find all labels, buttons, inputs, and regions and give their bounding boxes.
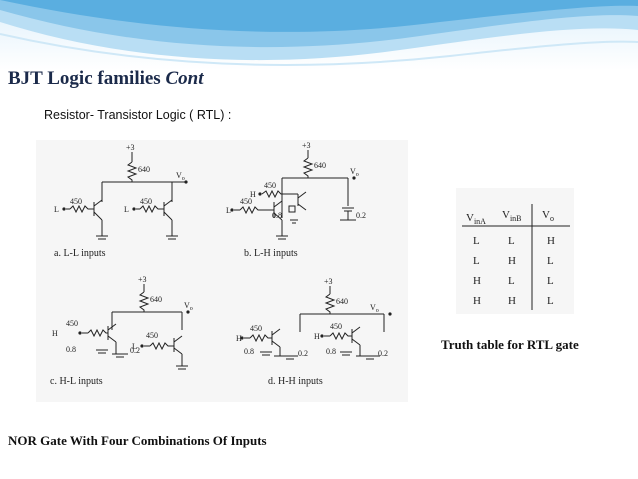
circuit-b-input-right: H xyxy=(250,190,256,199)
circuit-b xyxy=(234,150,356,240)
header-wave-banner xyxy=(0,0,638,70)
title-main: BJT Logic families xyxy=(8,68,161,89)
vo-main: V xyxy=(370,303,376,312)
footer-caption: NOR Gate With Four Combinations Of Input… xyxy=(8,433,267,448)
slide-subtitle: Resistor- Transistor Logic ( RTL) : xyxy=(44,108,232,122)
circuit-d-v-sat-right: 0.2 xyxy=(378,349,388,358)
circuit-c-rc: 640 xyxy=(150,295,162,304)
circuit-c-v-sat: 0.2 xyxy=(130,346,140,355)
circuit-c-vcc: +3 xyxy=(138,275,147,284)
truth-cell: L xyxy=(508,275,515,287)
circuit-d-v-low-right: 0.8 xyxy=(326,347,336,356)
truth-cell: H xyxy=(547,235,555,247)
circuit-c-caption: c. H-L inputs xyxy=(50,376,103,387)
circuit-d-rb-right: 450 xyxy=(330,322,342,331)
circuit-d xyxy=(244,286,385,360)
header-main: V xyxy=(466,212,474,224)
circuit-d-input-left: H xyxy=(236,334,242,343)
circuit-a-rc: 640 xyxy=(138,165,150,174)
circuit-b-rb-left: 450 xyxy=(240,197,252,206)
circuit-d-input-right: H xyxy=(314,332,320,341)
truth-cell: L xyxy=(508,235,515,247)
circuit-a xyxy=(66,152,186,240)
circuit-b-vcc: +3 xyxy=(302,141,311,150)
circuit-c xyxy=(82,284,188,370)
header-main: V xyxy=(542,209,550,221)
circuit-a-input-right: L xyxy=(124,205,129,214)
slide-title: BJT Logic families Cont xyxy=(8,68,204,90)
circuit-b-rb-right: 450 xyxy=(264,181,276,190)
header-sub: inB xyxy=(510,214,522,223)
vo-sub: o xyxy=(182,176,185,182)
circuit-d-rc: 640 xyxy=(336,297,348,306)
circuit-c-rb-left: 450 xyxy=(66,319,78,328)
circuit-a-input-left: L xyxy=(54,205,59,214)
truth-cell: H xyxy=(508,295,516,307)
circuit-c-rb-right: 450 xyxy=(146,331,158,340)
header-main: V xyxy=(502,209,510,221)
truth-cell: H xyxy=(473,275,481,287)
header-sub: inA xyxy=(474,217,486,226)
circuit-d-rb-left: 450 xyxy=(250,324,262,333)
circuit-a-rb-right: 450 xyxy=(140,197,152,206)
circuit-c-v-low: 0.8 xyxy=(66,345,76,354)
header-sub: o xyxy=(550,214,554,223)
vo-main: V xyxy=(350,167,356,176)
circuit-a-vcc: +3 xyxy=(126,143,135,152)
circuit-b-caption: b. L-H inputs xyxy=(244,248,298,259)
circuit-b-vo: Vo xyxy=(350,167,359,178)
circuit-d-v-sat-left: 0.2 xyxy=(298,349,308,358)
truth-table-caption: Truth table for RTL gate xyxy=(441,337,579,352)
circuit-b-rc: 640 xyxy=(314,161,326,170)
truth-header-vina: VinA xyxy=(466,212,486,226)
circuit-c-vo: Vo xyxy=(184,301,193,312)
truth-header-vo: Vo xyxy=(542,209,554,223)
truth-cell: L xyxy=(547,275,554,287)
circuit-c-input-left: H xyxy=(52,329,58,338)
circuit-a-rb-left: 450 xyxy=(70,197,82,206)
rtl-circuit-diagrams: +3 640 Vo 450 L 450 L a. L-L inputs +3 6… xyxy=(36,140,408,402)
vo-sub: o xyxy=(376,308,379,314)
truth-cell: L xyxy=(547,295,554,307)
vo-main: V xyxy=(176,171,182,180)
circuit-d-caption: d. H-H inputs xyxy=(268,376,323,387)
circuit-b-v-sat: 0.2 xyxy=(356,211,366,220)
circuit-b-input-left: L xyxy=(226,206,231,215)
truth-cell: L xyxy=(547,255,554,267)
circuit-d-vcc: +3 xyxy=(324,277,333,286)
truth-cell: H xyxy=(508,255,516,267)
truth-cell: H xyxy=(473,295,481,307)
title-italic: Cont xyxy=(165,68,204,89)
circuit-b-v-low: 0.8 xyxy=(272,211,282,220)
vo-sub: o xyxy=(356,172,359,178)
truth-cell: L xyxy=(473,255,480,267)
circuit-d-v-low-left: 0.8 xyxy=(244,347,254,356)
vo-sub: o xyxy=(190,306,193,312)
truth-header-vinb: VinB xyxy=(502,209,522,223)
circuit-a-vo: Vo xyxy=(176,171,185,182)
circuit-a-caption: a. L-L inputs xyxy=(54,248,106,259)
circuit-c-input-right: L xyxy=(132,342,137,351)
vo-main: V xyxy=(184,301,190,310)
circuit-d-vo: Vo xyxy=(370,303,379,314)
truth-cell: L xyxy=(473,235,480,247)
